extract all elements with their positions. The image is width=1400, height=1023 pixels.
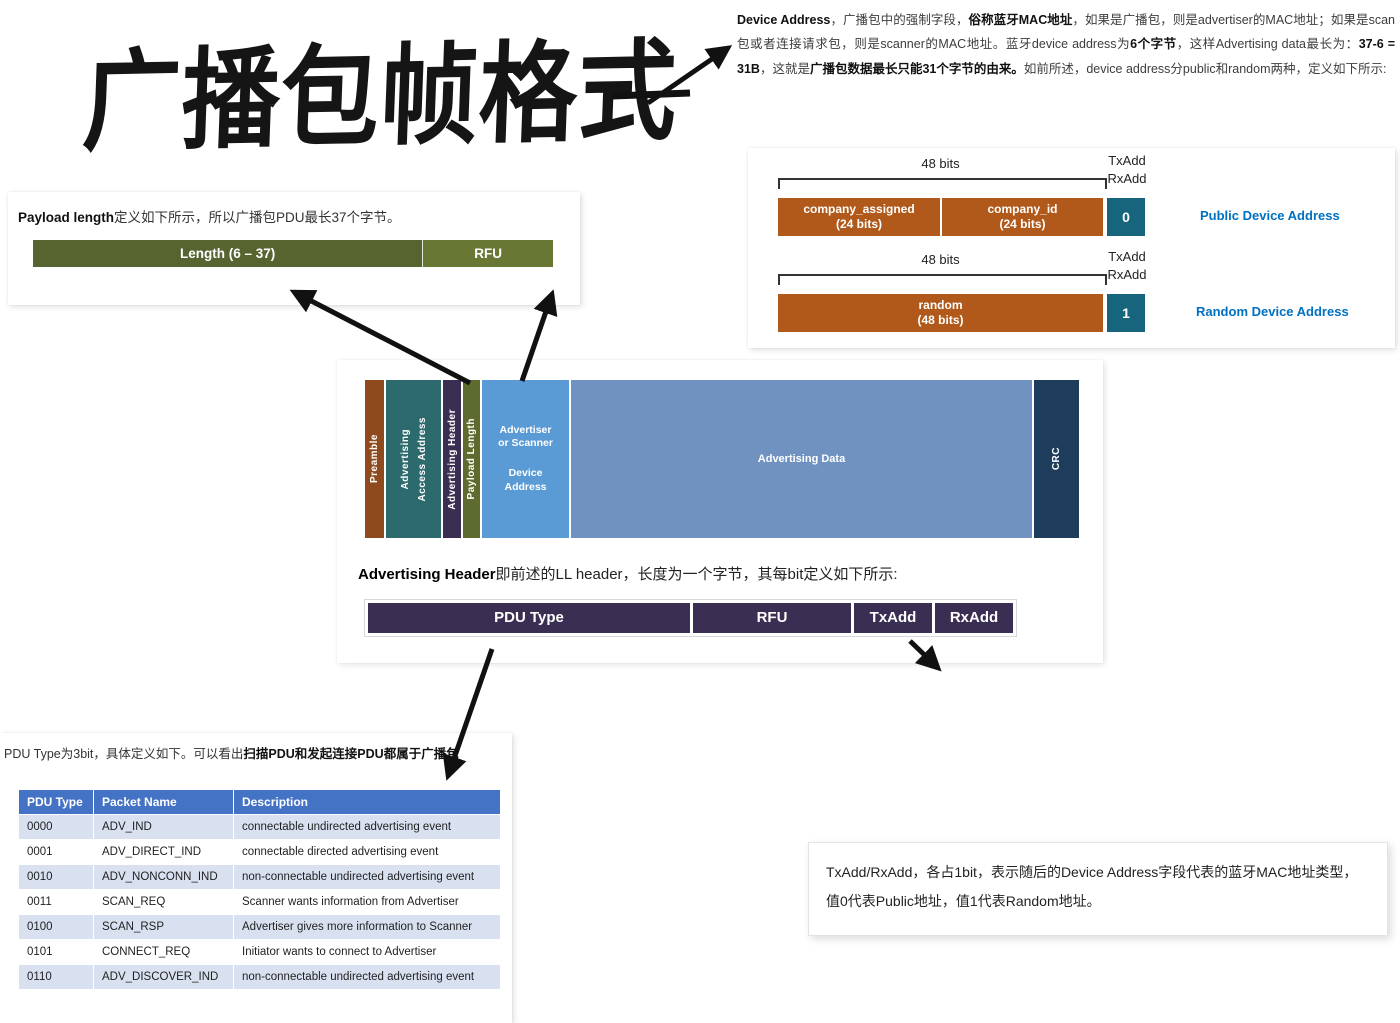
text-segment: Advertising Header (358, 566, 496, 583)
random-txadd-rxadd-label: TxAdd RxAdd (1107, 249, 1147, 282)
segment-crc: CRC (1034, 380, 1079, 538)
payload-length-bar: Length (6 – 37) RFU (33, 240, 553, 267)
company-assigned-field: company_assigned (24 bits) (778, 198, 940, 236)
text-segment: 即前述的LL header，长度为一个字节，其每bit定义如下所示: (495, 566, 898, 583)
table-cell: non-connectable undirected advertising e… (233, 964, 501, 990)
text-segment: 如前所述，device address分public和random两种，定义如下… (1023, 61, 1387, 76)
company-id-field: company_id (24 bits) (942, 198, 1103, 236)
table-cell: connectable undirected advertising event (233, 814, 501, 840)
table-row: 0011 SCAN_REQ Scanner wants information … (18, 889, 501, 915)
segment-label: Device Address (504, 467, 547, 493)
table-cell: 0001 (18, 839, 94, 865)
segment-advertising-header: Advertising Header (443, 380, 461, 538)
table-header-row: PDU Type Packet Name Description (18, 789, 501, 815)
table-cell: SCAN_RSP (93, 914, 234, 940)
segment-preamble: Preamble (365, 380, 384, 538)
table-row: 0110 ADV_DISCOVER_IND non-connectable un… (18, 964, 501, 990)
text-segment: 37-6 = 31B (737, 37, 1396, 76)
table-cell: 0010 (18, 864, 94, 890)
segment-payload-length: Payload Length (463, 380, 480, 538)
text-segment: ，这样Advertising data最长为： (1176, 37, 1359, 52)
column-header: PDU Type (18, 789, 94, 815)
text-segment: ，广播包中的强制字段， (830, 13, 969, 27)
text-segment: 俗称蓝牙MAC地址 (968, 13, 1073, 27)
segment-access-address: Advertising Access Address (386, 380, 441, 538)
table-cell: Initiator wants to connect to Advertiser (233, 939, 501, 965)
text-segment: 广播包数据最长只能31个字节的由来。 (809, 61, 1024, 76)
text-segment: 扫描PDU和发起连接PDU都属于广播包 (243, 747, 459, 761)
text-segment: 6个字节 (1130, 37, 1177, 52)
payload-length-intro: Payload length定义如下所示，所以广播包PDU最长37个字节。 (18, 206, 401, 226)
column-header: Description (233, 789, 501, 815)
text-segment: ，这就是 (759, 61, 810, 76)
random-bits-label: 48 bits (921, 252, 960, 267)
table-cell: ADV_DISCOVER_IND (93, 964, 234, 990)
table-row: 0010 ADV_NONCONN_IND non-connectable und… (18, 864, 501, 890)
pdu-type-table: PDU Type Packet Name Description 0000 AD… (18, 789, 501, 990)
table-row: 0100 SCAN_RSP Advertiser gives more info… (18, 914, 501, 940)
ll-header-bit-bar: PDU Type RFU TxAdd RxAdd (365, 600, 1016, 636)
random-device-address-label: Random Device Address (1196, 304, 1349, 319)
segment-label: CRC (1051, 447, 1062, 471)
table-cell: non-connectable undirected advertising e… (233, 864, 501, 890)
device-address-diagram-panel: 48 bits TxAdd RxAdd company_assigned (24… (748, 148, 1395, 348)
packet-structure-bar: Preamble Advertising Access Address Adve… (365, 380, 1079, 538)
field-pdu-type: PDU Type (368, 603, 690, 633)
table-cell: 0100 (18, 914, 94, 940)
length-field: Length (6 – 37) (33, 240, 423, 267)
table-cell: ADV_DIRECT_IND (93, 839, 234, 865)
public-address-fields: company_assigned (24 bits) company_id (2… (778, 198, 1103, 236)
segment-label: Advertiser or Scanner (498, 423, 553, 450)
segment-label: Advertising Header (446, 408, 458, 510)
field-rfu: RFU (693, 603, 851, 633)
table-row: 0101 CONNECT_REQ Initiator wants to conn… (18, 939, 501, 965)
device-address-paragraph: Device Address，广播包中的强制字段，俗称蓝牙MAC地址，如果是广播… (737, 8, 1395, 81)
segment-label: Advertising Data (757, 453, 846, 465)
advertising-header-intro: Advertising Header即前述的LL header，长度为一个字节，… (358, 563, 898, 584)
public-txadd-rxadd-label: TxAdd RxAdd (1107, 153, 1147, 186)
segment-label: Payload Length (466, 418, 477, 500)
txadd-rxadd-note: TxAdd/RxAdd，各占1bit，表示随后的Device Address字段… (808, 842, 1388, 936)
text-segment: ，如果是广播包，则是advertiser的MAC地址；如果是scan包或者连接请… (737, 13, 1395, 52)
table-cell: CONNECT_REQ (93, 939, 234, 965)
pdu-type-panel: PDU Type为3bit，具体定义如下。可以看出扫描PDU和发起连接PDU都属… (0, 733, 512, 1023)
table-cell: Advertiser gives more information to Sca… (233, 914, 501, 940)
page-title: 广播包帧格式 (80, 29, 680, 165)
field-rxadd: RxAdd (935, 603, 1013, 633)
public-device-address-label: Public Device Address (1200, 208, 1340, 223)
pdu-type-intro: PDU Type为3bit，具体定义如下。可以看出扫描PDU和发起连接PDU都属… (4, 743, 506, 762)
table-row: 0000 ADV_IND connectable undirected adve… (18, 814, 501, 840)
table-cell: 0110 (18, 964, 94, 990)
text-segment: Payload length (18, 210, 115, 225)
table-cell: connectable directed advertising event (233, 839, 501, 865)
field-txadd: TxAdd (854, 603, 932, 633)
random-field: random (48 bits) (778, 294, 1103, 332)
public-bits-label: 48 bits (921, 156, 960, 171)
random-flag-box: 1 (1107, 294, 1145, 332)
table-row: 0001 ADV_DIRECT_IND connectable directed… (18, 839, 501, 865)
column-header: Packet Name (93, 789, 234, 815)
table-cell: 0011 (18, 889, 94, 915)
public-flag-box: 0 (1107, 198, 1145, 236)
payload-length-panel: Payload length定义如下所示，所以广播包PDU最长37个字节。 Le… (8, 192, 580, 305)
table-cell: ADV_IND (93, 814, 234, 840)
public-bits-bracket (778, 178, 1107, 189)
random-bits-bracket (778, 274, 1107, 285)
segment-label-group: Advertiser or Scanner Device Address (498, 424, 553, 495)
text-segment: 定义如下所示，所以广播包PDU最长37个字节。 (114, 210, 401, 225)
text-segment: Device Address (737, 13, 831, 27)
table-cell: SCAN_REQ (93, 889, 234, 915)
segment-advertising-data: Advertising Data (571, 380, 1032, 538)
text-segment: PDU Type为3bit，具体定义如下。可以看出 (4, 747, 244, 761)
table-cell: 0101 (18, 939, 94, 965)
table-cell: ADV_NONCONN_IND (93, 864, 234, 890)
table-cell: 0000 (18, 814, 94, 840)
table-cell: Scanner wants information from Advertise… (233, 889, 501, 915)
segment-device-address: Advertiser or Scanner Device Address (482, 380, 569, 538)
packet-diagram-panel: Preamble Advertising Access Address Adve… (337, 360, 1103, 663)
segment-label: Advertising Access Address (399, 416, 428, 502)
rfu-field: RFU (422, 240, 553, 267)
segment-label: Preamble (369, 434, 380, 484)
